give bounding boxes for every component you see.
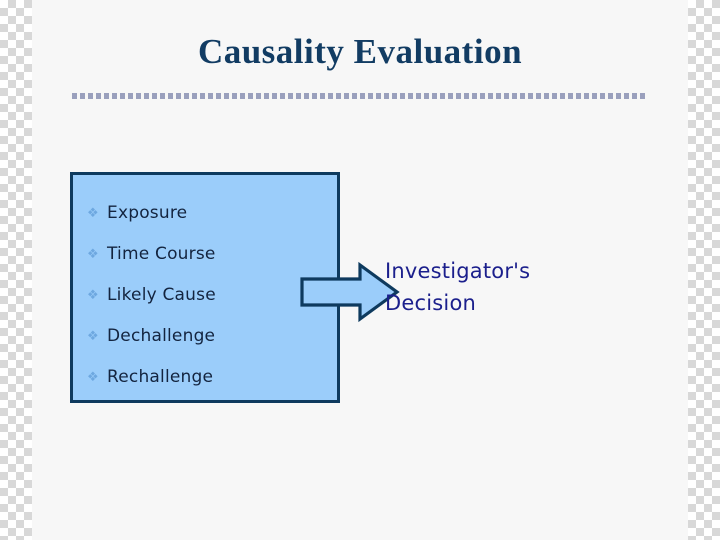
slide-surface: Causality Evaluation ❖ Exposure ❖ Time C…: [32, 0, 688, 540]
right-block-arrow-icon: [300, 261, 400, 323]
list-item: ❖ Likely Cause: [73, 274, 337, 315]
criteria-label-likely-cause: Likely Cause: [107, 284, 216, 305]
list-item: ❖ Dechallenge: [73, 315, 337, 356]
list-item: ❖ Exposure: [73, 192, 337, 233]
diamond-bullet-icon: ❖: [87, 205, 99, 220]
title-divider: [72, 93, 646, 99]
criteria-label-time-course: Time Course: [107, 243, 216, 264]
decision-line-2: Decision: [385, 291, 477, 315]
criteria-label-rechallenge: Rechallenge: [107, 366, 214, 387]
diamond-bullet-icon: ❖: [87, 246, 99, 261]
decision-label: Investigator's Decision: [385, 255, 635, 319]
list-item: ❖ Rechallenge: [73, 356, 337, 397]
diamond-bullet-icon: ❖: [87, 369, 99, 384]
diamond-bullet-icon: ❖: [87, 328, 99, 343]
decision-line-1: Investigator's: [385, 259, 531, 283]
criteria-label-dechallenge: Dechallenge: [107, 325, 216, 346]
criteria-box: ❖ Exposure ❖ Time Course ❖ Likely Cause …: [70, 172, 340, 403]
diamond-bullet-icon: ❖: [87, 287, 99, 302]
criteria-list: ❖ Exposure ❖ Time Course ❖ Likely Cause …: [73, 175, 337, 397]
list-item: ❖ Time Course: [73, 233, 337, 274]
criteria-label-exposure: Exposure: [107, 202, 188, 223]
page-title: Causality Evaluation: [197, 32, 523, 71]
